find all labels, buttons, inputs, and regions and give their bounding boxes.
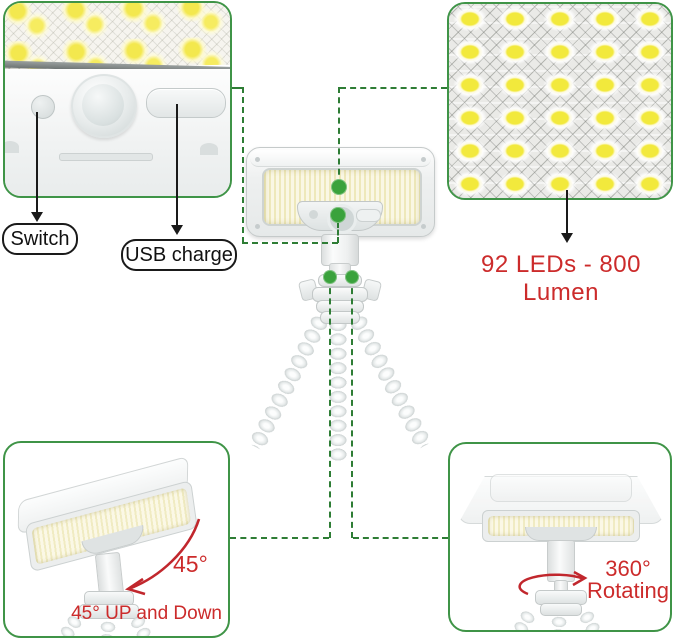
tripod-leg-right <box>347 312 434 451</box>
tilt-arc-arrow-icon <box>124 518 201 596</box>
switch-label: Switch <box>2 223 78 255</box>
switch-button <box>31 95 55 119</box>
housing-groove <box>59 153 153 161</box>
marker-dot-sensor <box>330 207 346 223</box>
screw <box>421 224 426 229</box>
tripod-hub <box>320 311 360 324</box>
connector-line <box>242 87 244 243</box>
led-caption: 92 LEDs - 800 Lumen <box>481 251 641 306</box>
lamp-head-lip <box>250 150 431 167</box>
tripod-nut-lower <box>540 603 582 616</box>
rotation-angle-text: 360° <box>605 556 651 581</box>
tripod-nut-lower <box>79 604 139 619</box>
tripod-leg-left <box>246 312 331 452</box>
motion-sensor-lens <box>82 84 124 126</box>
connector-line <box>353 537 448 539</box>
led-arrow-icon <box>561 233 573 243</box>
feature-panel-rotation: 360° Rotating <box>448 442 672 632</box>
marker-dot-joint-right <box>345 270 359 284</box>
tripod-leg <box>547 615 568 630</box>
motion-sensor-dome <box>71 74 137 138</box>
feature-panel-tilt: 45° 45° UP and Down <box>3 441 230 638</box>
usb-port <box>356 209 381 222</box>
tripod-leg <box>493 607 538 630</box>
usb-port-cover <box>146 88 226 118</box>
lamp-head-underside <box>482 510 640 542</box>
led-array-closeup <box>449 4 671 198</box>
switch-label-text: Switch <box>10 227 70 250</box>
closeup-panel-controls <box>3 1 232 198</box>
connector-line <box>242 242 338 244</box>
switch-arrow-line <box>36 112 38 214</box>
screw <box>421 157 426 162</box>
connector-line <box>230 537 329 539</box>
sensor-strip <box>525 527 597 541</box>
screw <box>255 224 260 229</box>
rotation-caption-text: Rotating <box>587 578 669 603</box>
led-band-closeup <box>5 3 230 70</box>
rotation-label: 360° Rotating <box>584 556 670 603</box>
connector-line <box>351 278 353 538</box>
connector-line <box>338 87 340 185</box>
closeup-panel-leds <box>447 2 673 200</box>
usb-arrow-line <box>176 104 178 227</box>
mount-neck <box>321 234 359 266</box>
connector-line <box>340 87 447 89</box>
usb-charge-label: USB charge <box>121 239 237 271</box>
switch-arrow-icon <box>31 212 43 222</box>
connector-line <box>329 278 331 538</box>
usb-arrow-icon <box>171 225 183 235</box>
rotation-arrow-icon <box>518 570 588 596</box>
housing-bump <box>200 143 218 155</box>
led-arrow-line <box>566 190 568 235</box>
marker-dot-joint-left <box>323 270 337 284</box>
tilt-caption: 45° UP and Down <box>71 603 222 624</box>
connector-line <box>232 87 244 89</box>
marker-dot-led <box>331 179 347 195</box>
tilt-angle-label: 45° <box>173 551 208 577</box>
led-panel <box>488 516 634 536</box>
tripod-leg <box>576 608 619 630</box>
screw <box>255 157 260 162</box>
housing-bump <box>5 141 19 153</box>
tripod-leg-center <box>328 318 350 462</box>
usb-charge-label-text: USB charge <box>125 243 233 266</box>
indicator-dot <box>309 210 318 219</box>
connector-line <box>337 222 339 243</box>
lamp-head-ghost <box>490 474 632 502</box>
